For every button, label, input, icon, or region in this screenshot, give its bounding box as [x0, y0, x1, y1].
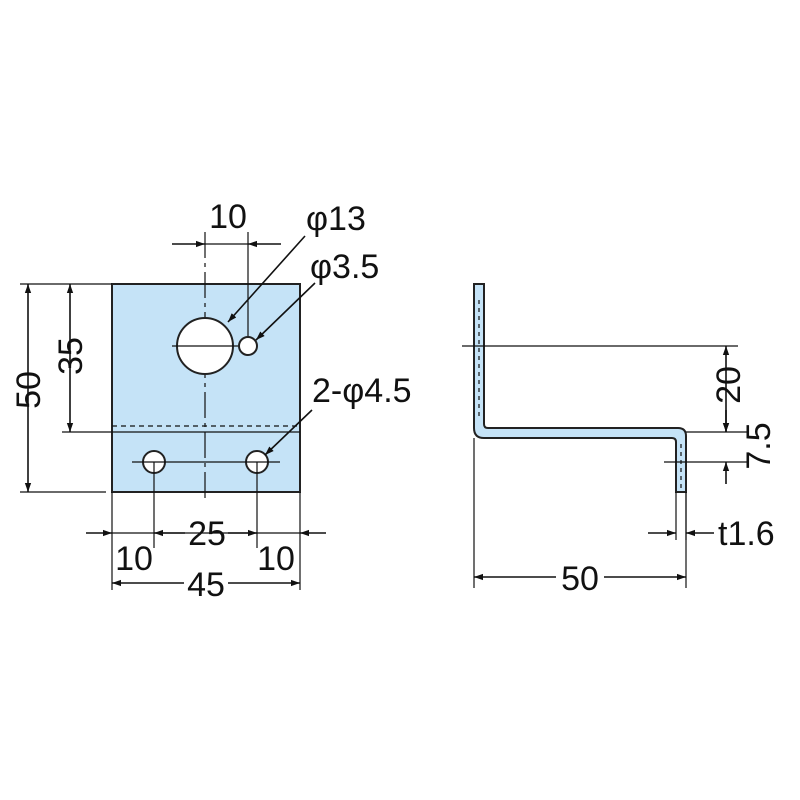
- dim-label-left-offset: 10: [115, 540, 153, 578]
- dim-label-depth: 50: [561, 560, 599, 598]
- leader-mount-holes: [264, 409, 313, 456]
- dim-label-hole-spacing: 10: [209, 198, 247, 236]
- small-hole: [238, 336, 258, 356]
- callout-small-hole: φ3.5: [310, 248, 379, 286]
- label-mask-50: [556, 560, 604, 592]
- dim-label-thickness: t1.6: [718, 515, 775, 553]
- dim-label-mount-spacing: 25: [188, 515, 226, 553]
- dim-label-lower: 7.5: [740, 422, 778, 469]
- leader-small-hole: [255, 282, 316, 341]
- label-mask-45: [184, 566, 228, 598]
- leader-large-hole: [227, 235, 306, 323]
- dim-label-bend-height: 35: [52, 337, 90, 375]
- front-view: 10 φ13 φ3.5 2-φ4.5 50 35 25 1: [10, 198, 412, 604]
- dim-label-total-width: 45: [187, 566, 225, 604]
- callout-large-hole: φ13: [306, 200, 366, 238]
- dim-label-upper: 20: [710, 366, 748, 404]
- bracket-profile: [473, 283, 687, 493]
- dim-label-right-offset: 10: [257, 540, 295, 578]
- side-view: 20 7.5 t1.6 50: [462, 283, 778, 598]
- dim-label-total-height: 50: [10, 371, 48, 409]
- bracket-plate: [111, 283, 301, 493]
- callout-mount-holes: 2-φ4.5: [312, 372, 412, 410]
